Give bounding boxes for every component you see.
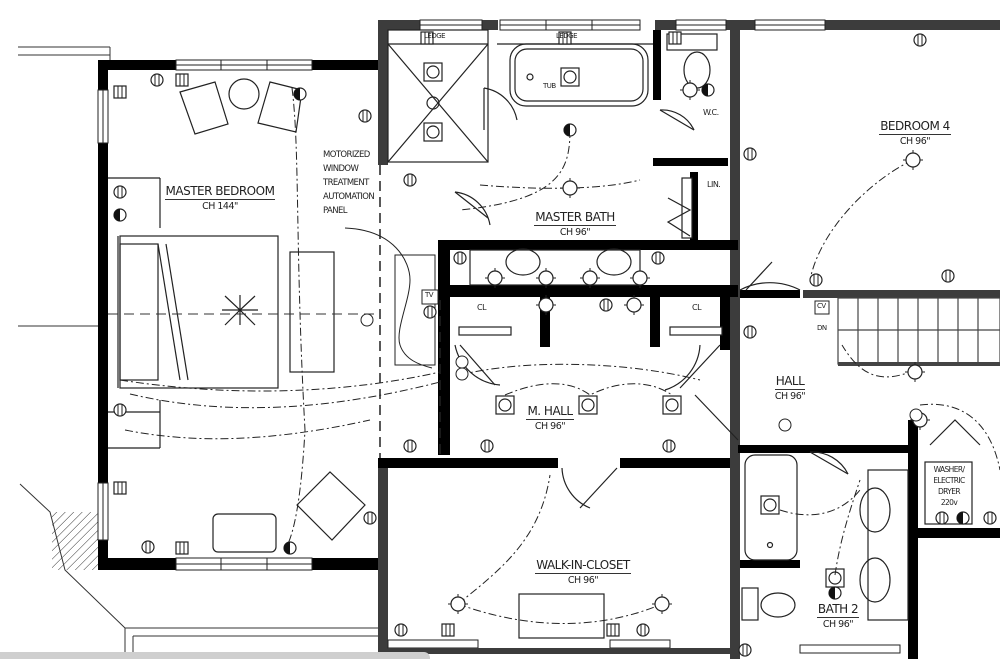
closet-shelves (458, 177, 723, 639)
ceiling-height: CH 96" (774, 391, 806, 402)
room-label-walk-in-closet: WALK-IN-CLOSET CH 96" (528, 554, 638, 586)
circuit-lines (119, 87, 1000, 624)
stairs (837, 297, 1000, 365)
bath-windows (387, 19, 901, 654)
horizontal-scrollbar[interactable] (0, 652, 430, 659)
master-vanity (469, 248, 909, 621)
room-label-m-hall: M. HALL CH 96" (520, 400, 580, 432)
room-name: WALK-IN-CLOSET (535, 558, 631, 574)
dryer-outlet-icon (956, 511, 970, 525)
hatched-area (52, 512, 98, 570)
sensor-icons (360, 313, 923, 432)
room-label-master-bedroom: MASTER BEDROOM CH 144" (160, 180, 280, 212)
gfi-outlet-icon (983, 511, 997, 525)
shower-light-icon (423, 62, 443, 82)
shower-light-icon (423, 122, 443, 142)
room-name: M. HALL (526, 404, 574, 420)
bathtub (497, 43, 653, 107)
room-label-bath-2: BATH 2 CH 96" (808, 598, 868, 630)
ceiling-height: CH 96" (534, 421, 566, 432)
bath2-tub (744, 454, 798, 561)
ceiling-height: CH 96" (559, 227, 591, 238)
shower (387, 29, 489, 163)
cv-box (814, 300, 830, 315)
bath2-tub-light-icon (760, 495, 780, 515)
room-label-master-bath: MASTER BATH CH 96" (525, 206, 625, 238)
washer-dryer-label: WASHER/ ELECTRIC DRYER 220v (933, 465, 965, 507)
tub-light-icon (560, 67, 580, 87)
room-name: BEDROOM 4 (879, 119, 951, 135)
outlet-icon (453, 251, 467, 265)
room-name: BATH 2 (816, 602, 860, 618)
room-label-hall: HALL CH 96" (765, 370, 815, 402)
ceiling-height: CH 96" (899, 136, 931, 147)
ceiling-height: CH 144" (202, 201, 238, 212)
label-tv: TV (425, 291, 434, 299)
outlet-icon (651, 251, 665, 265)
label-tub: TUB (543, 82, 556, 90)
doors (454, 87, 981, 509)
windows (97, 59, 313, 571)
label-wc: W.C. (703, 108, 719, 117)
room-name: HALL (774, 374, 806, 390)
label-cv: CV (817, 302, 826, 310)
room-name: MASTER BATH (534, 210, 616, 226)
label-ledge-shower: LEDGE (424, 32, 446, 40)
label-cl-right: CL (692, 303, 702, 312)
room-label-bedroom-4: BEDROOM 4 CH 96" (870, 115, 960, 147)
master-bed (108, 78, 366, 553)
motorized-window-panel-note: MOTORIZED WINDOW TREATMENT AUTOMATION PA… (323, 150, 375, 216)
room-name: MASTER BEDROOM (164, 184, 276, 200)
jacks (113, 31, 682, 637)
master-bedroom-walls (98, 60, 382, 570)
label-ledge-tub: LEDGE (556, 32, 578, 40)
panel-leader (344, 227, 433, 369)
label-cl-left: CL (477, 303, 487, 312)
wc-light-icon (679, 79, 701, 101)
ceiling-height: CH 96" (822, 619, 854, 630)
label-dn: DN (817, 324, 827, 332)
wc-fan-icon (701, 83, 715, 97)
ceiling-height: CH 96" (567, 575, 599, 586)
label-lin: LIN. (707, 180, 721, 189)
tv-box (421, 289, 439, 305)
outlet-icon (935, 511, 949, 525)
